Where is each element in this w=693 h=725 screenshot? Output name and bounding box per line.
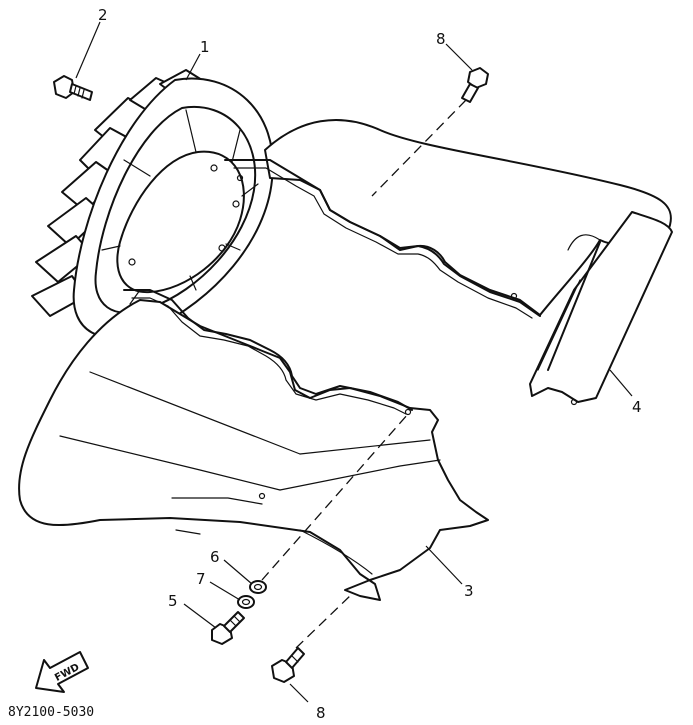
callout-3: 3 (464, 582, 474, 600)
callout-2: 2 (98, 6, 108, 24)
flywheel-icon (31, 69, 274, 339)
bracket-icon (529, 211, 673, 406)
callout-7: 7 (196, 570, 206, 588)
bolt-icon (461, 67, 489, 103)
forward-arrow-icon: FWD (35, 651, 89, 693)
bolt-icon (53, 75, 93, 101)
washer-icon (237, 595, 255, 609)
callout-8-top: 8 (436, 30, 446, 48)
diagram-code: 8Y2100-5030 (8, 705, 94, 720)
callout-4: 4 (632, 398, 642, 416)
callout-8-bottom: 8 (316, 704, 326, 722)
bolt-icon (211, 611, 245, 645)
callout-6: 6 (210, 548, 220, 566)
shroud-lower-icon (18, 289, 489, 601)
callout-1: 1 (200, 38, 210, 56)
callout-5: 5 (168, 592, 178, 610)
washer-icon (249, 580, 267, 594)
bolt-icon (271, 647, 305, 683)
